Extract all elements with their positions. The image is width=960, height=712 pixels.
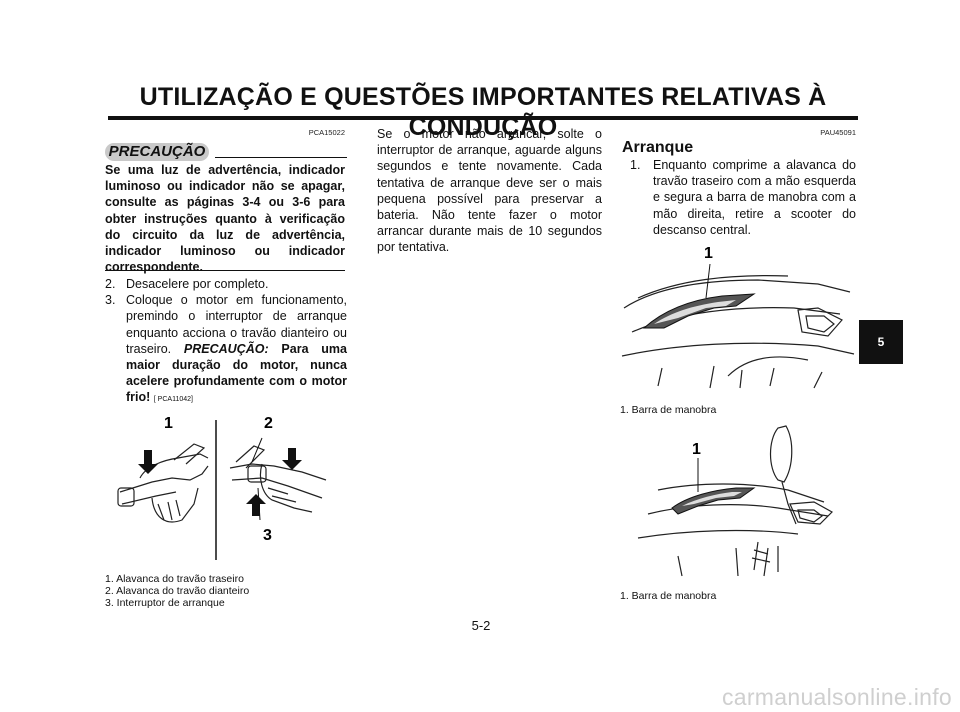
right-figure2-caption: 1. Barra de manobra xyxy=(620,590,717,602)
right-figure1-caption: 1. Barra de manobra xyxy=(620,404,717,416)
caution-heading: PRECAUÇÃO xyxy=(105,143,347,161)
caption-line: 2. Alavanca do travão dianteiro xyxy=(105,585,250,598)
callout-1: 1 xyxy=(164,415,173,432)
caption-line: 1. Alavanca do travão traseiro xyxy=(105,573,244,585)
caption-line: 3. Interruptor de arranque xyxy=(105,597,225,610)
watermark: carmanualsonline.info xyxy=(721,684,952,710)
start-steps: 2. Desacelere por completo. 3. Coloque o… xyxy=(105,276,347,409)
inline-caution-label: PRECAUÇÃO: xyxy=(183,341,269,356)
section-heading: Arranque xyxy=(622,139,694,156)
step-number: 3. xyxy=(105,293,116,308)
step-text: Desacelere por completo. xyxy=(126,277,269,291)
step-2: 2. Desacelere por completo. xyxy=(105,276,347,292)
callout-3: 3 xyxy=(263,527,272,544)
callout-1: 1 xyxy=(704,245,713,262)
left-figure-captions: 1. Alavanca do travão traseiro 2. Alavan… xyxy=(105,573,345,610)
caution-bottom-rule xyxy=(105,270,345,271)
caution-code: PCA15022 xyxy=(308,128,345,137)
page-number: 5-2 xyxy=(471,618,491,633)
step-text: Coloque o motor em funcionamento, premin… xyxy=(126,293,347,356)
right-steps: 1. Enquanto comprime a alavanca do travã… xyxy=(622,157,856,238)
caution-text: Se uma luz de advertência, indicador lum… xyxy=(105,163,345,275)
step-body: Coloque o motor em funcionamento, premin… xyxy=(121,292,347,408)
step-number: 2. xyxy=(105,277,116,291)
header-rule xyxy=(108,116,858,120)
caution-label: PRECAUÇÃO xyxy=(105,143,209,161)
section-code: PAU45091 xyxy=(820,128,856,137)
callout-2: 2 xyxy=(264,415,273,432)
inline-caution-code: [ PCA11042] xyxy=(153,396,193,404)
step-3: 3. Coloque o motor em funcionamento, pre… xyxy=(105,292,347,408)
callout-1: 1 xyxy=(692,441,701,458)
chapter-tab[interactable]: 5 xyxy=(859,320,903,364)
brake-levers-illustration: 1 2 3 xyxy=(117,415,327,560)
middle-paragraph: Se o motor não arrancar, solte o interru… xyxy=(377,127,602,255)
step-1: 1. Enquanto comprime a alavanca do travã… xyxy=(622,157,856,238)
grab-bar-illustration-2: 1 xyxy=(637,425,833,577)
step-text: Enquanto comprime a alavanca do travão t… xyxy=(653,158,856,237)
step-number: 1. xyxy=(630,158,641,172)
caution-heading-rule xyxy=(215,157,347,158)
inline-caution-text: Para uma maior duração do motor, nunca a… xyxy=(126,341,347,405)
grab-bar-illustration-1: 1 xyxy=(621,245,855,389)
